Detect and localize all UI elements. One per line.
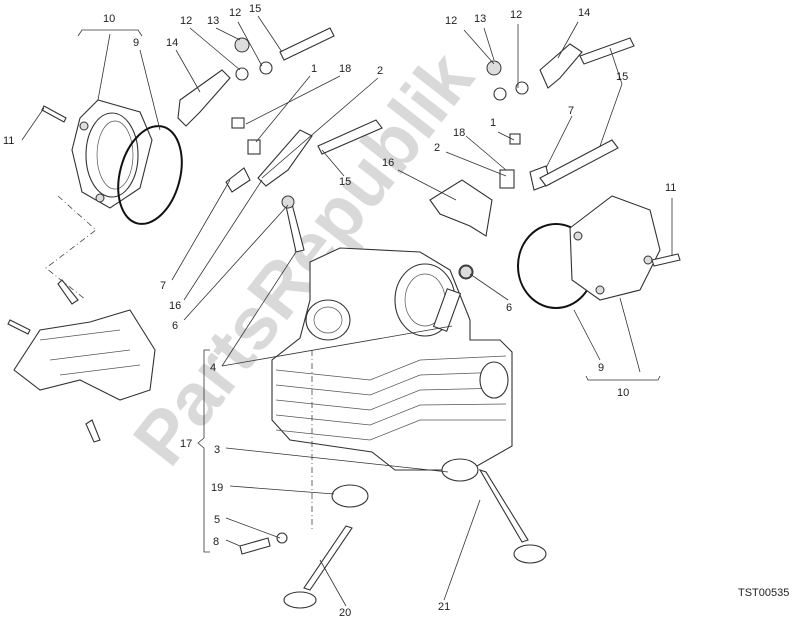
callout: 11 bbox=[665, 182, 676, 194]
callout: 12 bbox=[510, 9, 522, 21]
callout: 21 bbox=[438, 601, 450, 613]
valve-seat-3 bbox=[441, 458, 479, 482]
callout: 4 bbox=[210, 362, 216, 374]
callout: 13 bbox=[474, 13, 486, 25]
callout: 2 bbox=[377, 65, 383, 77]
callout: 12 bbox=[445, 15, 457, 27]
intake-valve bbox=[283, 525, 353, 609]
diagram-code: TST00535 bbox=[738, 587, 789, 599]
bolt-8 bbox=[239, 537, 271, 555]
callout: 6 bbox=[506, 302, 512, 314]
callout: 7 bbox=[160, 280, 166, 292]
callout: 10 bbox=[103, 13, 115, 25]
callout: 14 bbox=[578, 7, 590, 19]
callout: 2 bbox=[434, 142, 440, 154]
callout: 13 bbox=[207, 15, 219, 27]
valve-seat-19 bbox=[331, 484, 369, 508]
callout: 16 bbox=[169, 300, 181, 312]
callout-bracket-10-right bbox=[585, 375, 661, 381]
callout: 6 bbox=[172, 320, 178, 332]
bracket bbox=[7, 279, 156, 443]
washer-5 bbox=[276, 532, 288, 544]
callout: 12 bbox=[180, 15, 192, 27]
callout-bracket-10-left bbox=[77, 29, 143, 37]
callout: 7 bbox=[568, 105, 574, 117]
callout: 20 bbox=[339, 607, 351, 619]
callout: 3 bbox=[214, 444, 220, 456]
left-o-ring bbox=[117, 125, 183, 225]
axis-line bbox=[45, 195, 97, 301]
callout: 9 bbox=[598, 362, 604, 374]
callout: 15 bbox=[249, 3, 261, 15]
callout: 1 bbox=[311, 63, 317, 75]
callout: 19 bbox=[211, 482, 223, 494]
right-head-cover bbox=[569, 195, 661, 301]
callout: 9 bbox=[133, 37, 139, 49]
callout: 5 bbox=[214, 514, 220, 526]
callout: 17 bbox=[180, 438, 192, 450]
callout: 1 bbox=[490, 117, 496, 129]
right-rocker-arm-lower bbox=[429, 133, 619, 279]
callout: 11 bbox=[3, 135, 14, 147]
callout: 10 bbox=[617, 387, 629, 399]
callout: 14 bbox=[166, 37, 178, 49]
callout: 18 bbox=[453, 127, 465, 139]
left-bolt bbox=[41, 105, 67, 123]
leader-lines bbox=[21, 15, 673, 607]
callout: 12 bbox=[229, 7, 241, 19]
callout: 18 bbox=[339, 63, 351, 75]
callout: 8 bbox=[213, 536, 219, 548]
callout-brace-17 bbox=[197, 349, 210, 553]
right-bolt bbox=[651, 253, 681, 267]
left-head-cover bbox=[71, 99, 153, 209]
callout: 15 bbox=[339, 176, 351, 188]
cylinder-head bbox=[271, 247, 513, 471]
callout: 15 bbox=[616, 71, 628, 83]
callout-labels: 10 9 11 12 13 12 15 14 1 18 2 15 7 16 6 … bbox=[3, 3, 676, 619]
left-rocker-arm-upper bbox=[177, 27, 335, 127]
callout: 16 bbox=[382, 157, 394, 169]
exhaust-valve bbox=[478, 469, 547, 564]
right-rocker-arm-upper bbox=[486, 37, 635, 101]
